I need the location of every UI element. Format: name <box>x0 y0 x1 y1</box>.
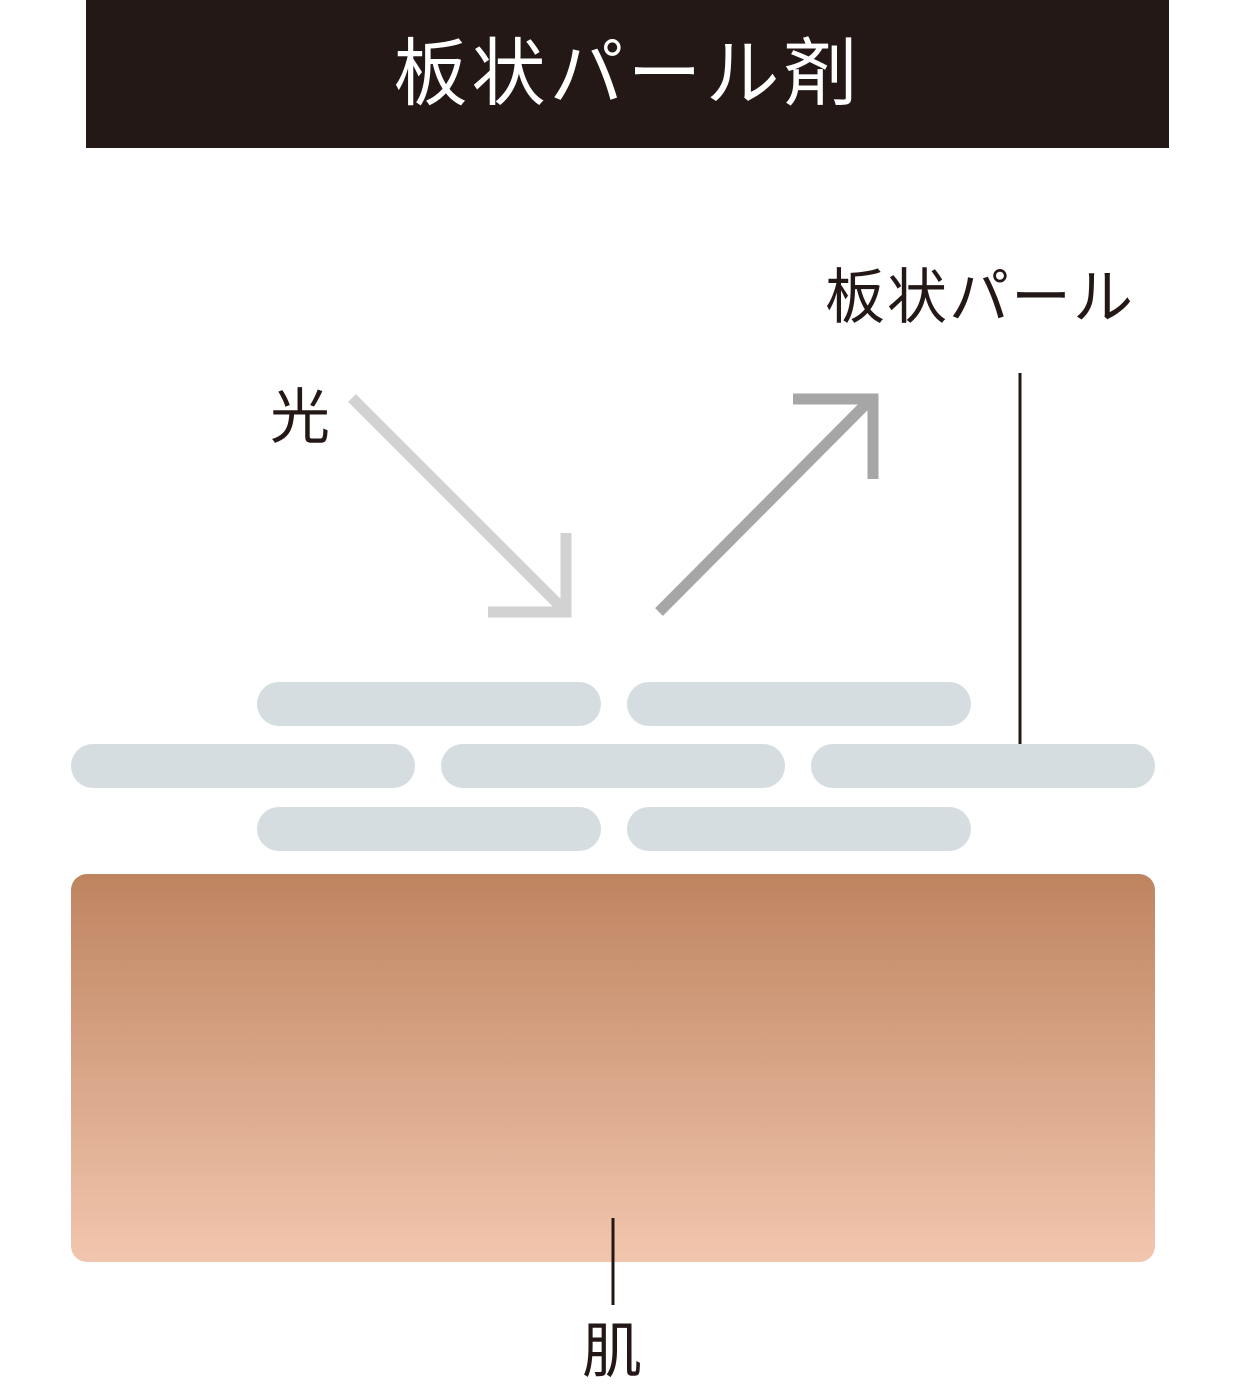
pearl-flakes <box>71 682 1155 851</box>
pearl-flake <box>811 744 1155 788</box>
pearl-flake <box>71 744 415 788</box>
light-label: 光 <box>270 383 330 453</box>
title-banner: 板状パール剤 <box>86 0 1169 148</box>
reflected-light-arrow <box>655 393 879 616</box>
skin-layer <box>71 874 1155 1262</box>
pearl-label: 板状パール <box>825 263 1135 333</box>
pearl-flake <box>627 807 971 851</box>
pearl-flake <box>441 744 785 788</box>
pearl-flake <box>257 807 601 851</box>
pearl-flake <box>257 682 601 726</box>
skin-label: 肌 <box>582 1317 642 1387</box>
incoming-light-arrow <box>348 394 572 618</box>
page-title: 板状パール剤 <box>393 31 862 117</box>
pearl-flake <box>627 682 971 726</box>
